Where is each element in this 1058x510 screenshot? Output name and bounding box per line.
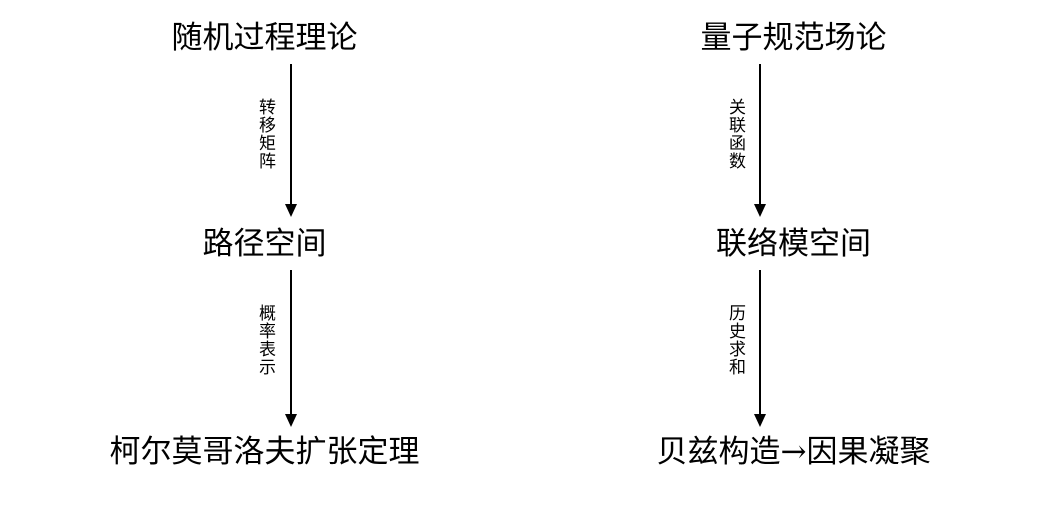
node-quantum-gauge-field-theory: 量子规范场论 [700, 20, 887, 56]
arrow-line [759, 64, 761, 208]
arrow-line [290, 64, 292, 208]
arrow-head [754, 204, 766, 217]
arrow-head [754, 414, 766, 427]
edge-label-probability-representation: 概率表示 [255, 304, 275, 376]
node-connection-moduli-space: 联络模空间 [716, 226, 871, 262]
arrow-head [285, 414, 297, 427]
node-kolmogorov-extension-theorem: 柯尔莫哥洛夫扩张定理 [109, 434, 420, 470]
edge-label-transition-matrix: 转移矩阵 [255, 98, 275, 170]
arrow-line [759, 270, 761, 418]
right-chain: 量子规范场论 关联函数 联络模空间 历史求和 贝兹构造→因果凝聚 [529, 0, 1058, 510]
edge-label-sum-over-histories: 历史求和 [725, 304, 745, 376]
node-stochastic-process-theory: 随机过程理论 [171, 20, 358, 56]
node-baez-construction-causal-condensation: 贝兹构造→因果凝聚 [656, 434, 931, 470]
edge-label-correlation-function: 关联函数 [725, 98, 745, 170]
arrow-line [290, 270, 292, 418]
left-chain: 随机过程理论 转移矩阵 路径空间 概率表示 柯尔莫哥洛夫扩张定理 [109, 20, 420, 470]
node-path-space: 路径空间 [202, 226, 327, 262]
arrow-head [285, 204, 297, 217]
